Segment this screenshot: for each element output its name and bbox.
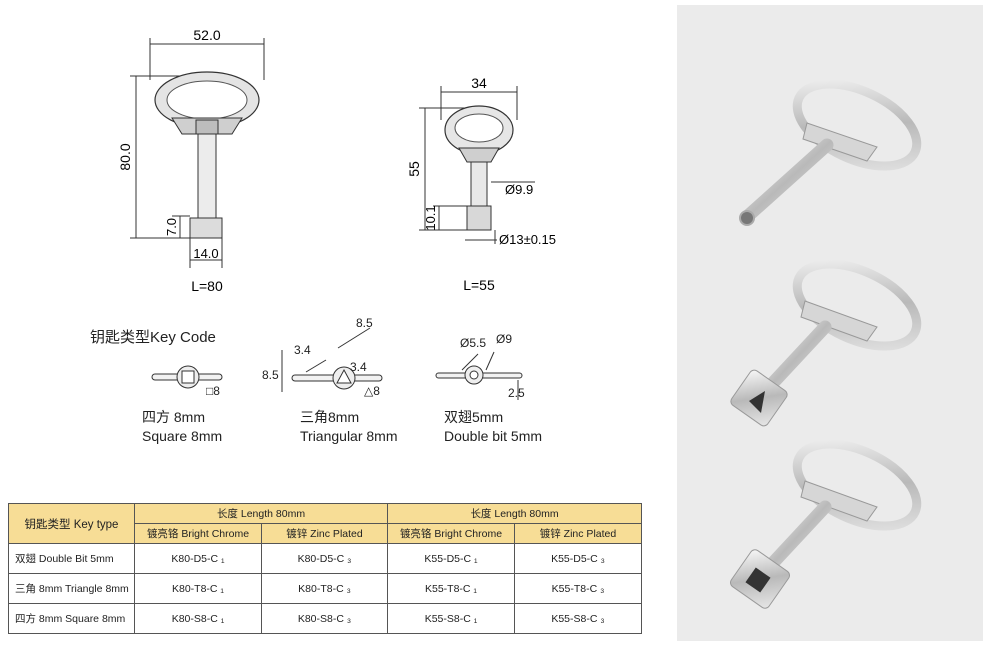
tri-label-en: Triangular 8mm (300, 428, 398, 444)
dbl-label-cn: 双翅5mm (444, 409, 504, 425)
table-cell: K80-D5-C ₁ (134, 543, 262, 574)
header-sub-4: 镀锌 Zinc Plated (514, 523, 642, 544)
key-drawing-short: 34 55 10.1 Ø9.9 Ø13±0.15 L=55 (406, 75, 556, 293)
dbl-dim-a: Ø5.5 (460, 336, 487, 350)
header-sub-1: 镀亮铬 Bright Chrome (134, 523, 262, 544)
profile-square (151, 365, 223, 389)
square-label-cn: 四方 8mm (142, 409, 205, 425)
dim-height: 80.0 (117, 143, 133, 170)
dim-diam-small: Ø9.9 (505, 182, 533, 197)
key-double-bit-photo (739, 79, 922, 226)
header-sub-3: 镀亮铬 Bright Chrome (387, 523, 515, 544)
dbl-dim-25: 2.5 (508, 386, 525, 400)
key-code-title: 钥匙类型Key Code (90, 329, 216, 346)
table-row: 双翅 Double Bit 5mm K80-D5-C ₁ K80-D5-C ₃ … (8, 543, 642, 574)
tri-dim-34: 3.4 (294, 343, 311, 357)
profile-triangle (281, 327, 383, 392)
tri-dim-side: 8.5 (262, 368, 279, 382)
row-type: 双翅 Double Bit 5mm (8, 543, 135, 574)
dbl-dim-b: Ø9 (496, 332, 513, 346)
table-cell: K80-S8-C ₁ (134, 603, 262, 634)
caption-short: L=55 (463, 277, 495, 293)
header-sub-2: 镀锌 Zinc Plated (261, 523, 388, 544)
row-type: 三角 8mm Triangle 8mm (8, 573, 135, 604)
square-dim: □8 (206, 384, 220, 398)
square-label-en: Square 8mm (142, 428, 223, 444)
table-row: 四方 8mm Square 8mm K80-S8-C ₁ K80-S8-C ₃ … (8, 603, 642, 634)
table-row: 三角 8mm Triangle 8mm K80-T8-C ₁ K80-T8-C … (8, 573, 642, 604)
table-cell: K80-T8-C ₁ (134, 573, 262, 604)
key-triangle-photo (730, 259, 922, 427)
tri-dim-tri: △8 (364, 384, 380, 398)
table-cell: K55-T8-C ₁ (387, 573, 515, 604)
table-cell: K55-D5-C ₁ (387, 543, 515, 574)
profile-double-bit (435, 351, 523, 400)
header-group-2: 长度 Length 80mm (387, 503, 642, 524)
key-square-photo (730, 439, 922, 609)
dim-width-short: 34 (471, 75, 487, 91)
table-cell: K80-S8-C ₃ (261, 603, 388, 634)
tri-dim-top: 8.5 (356, 316, 373, 330)
table-cell: K80-D5-C ₃ (261, 543, 388, 574)
table-cell: K55-S8-C ₁ (387, 603, 515, 634)
dim-height-short: 55 (406, 161, 422, 177)
table-cell: K55-T8-C ₃ (514, 573, 642, 604)
table-cell: K55-S8-C ₃ (514, 603, 642, 634)
table-cell: K55-D5-C ₃ (514, 543, 642, 574)
dim-shank: 14.0 (193, 246, 218, 261)
key-spec-table: 钥匙类型 Key type 长度 Length 80mm 长度 Length 8… (8, 503, 642, 634)
tri-label-cn: 三角8mm (300, 409, 360, 425)
table-cell: K80-T8-C ₃ (261, 573, 388, 604)
dim-width: 52.0 (193, 27, 220, 43)
header-group-1: 长度 Length 80mm (134, 503, 388, 524)
header-key-type: 钥匙类型 Key type (8, 503, 135, 544)
product-photo-panel (677, 5, 983, 641)
dim-bit: 7.0 (164, 218, 179, 236)
dbl-label-en: Double bit 5mm (444, 428, 543, 444)
dim-diam-large: Ø13±0.15 (499, 232, 556, 247)
tri-dim-34b: 3.4 (350, 360, 367, 374)
caption-long: L=80 (191, 278, 223, 294)
dim-bit-short: 10.1 (423, 205, 438, 230)
key-drawing-long: 52.0 80.0 7.0 14.0 L=80 (117, 27, 265, 294)
row-type: 四方 8mm Square 8mm (8, 603, 135, 634)
